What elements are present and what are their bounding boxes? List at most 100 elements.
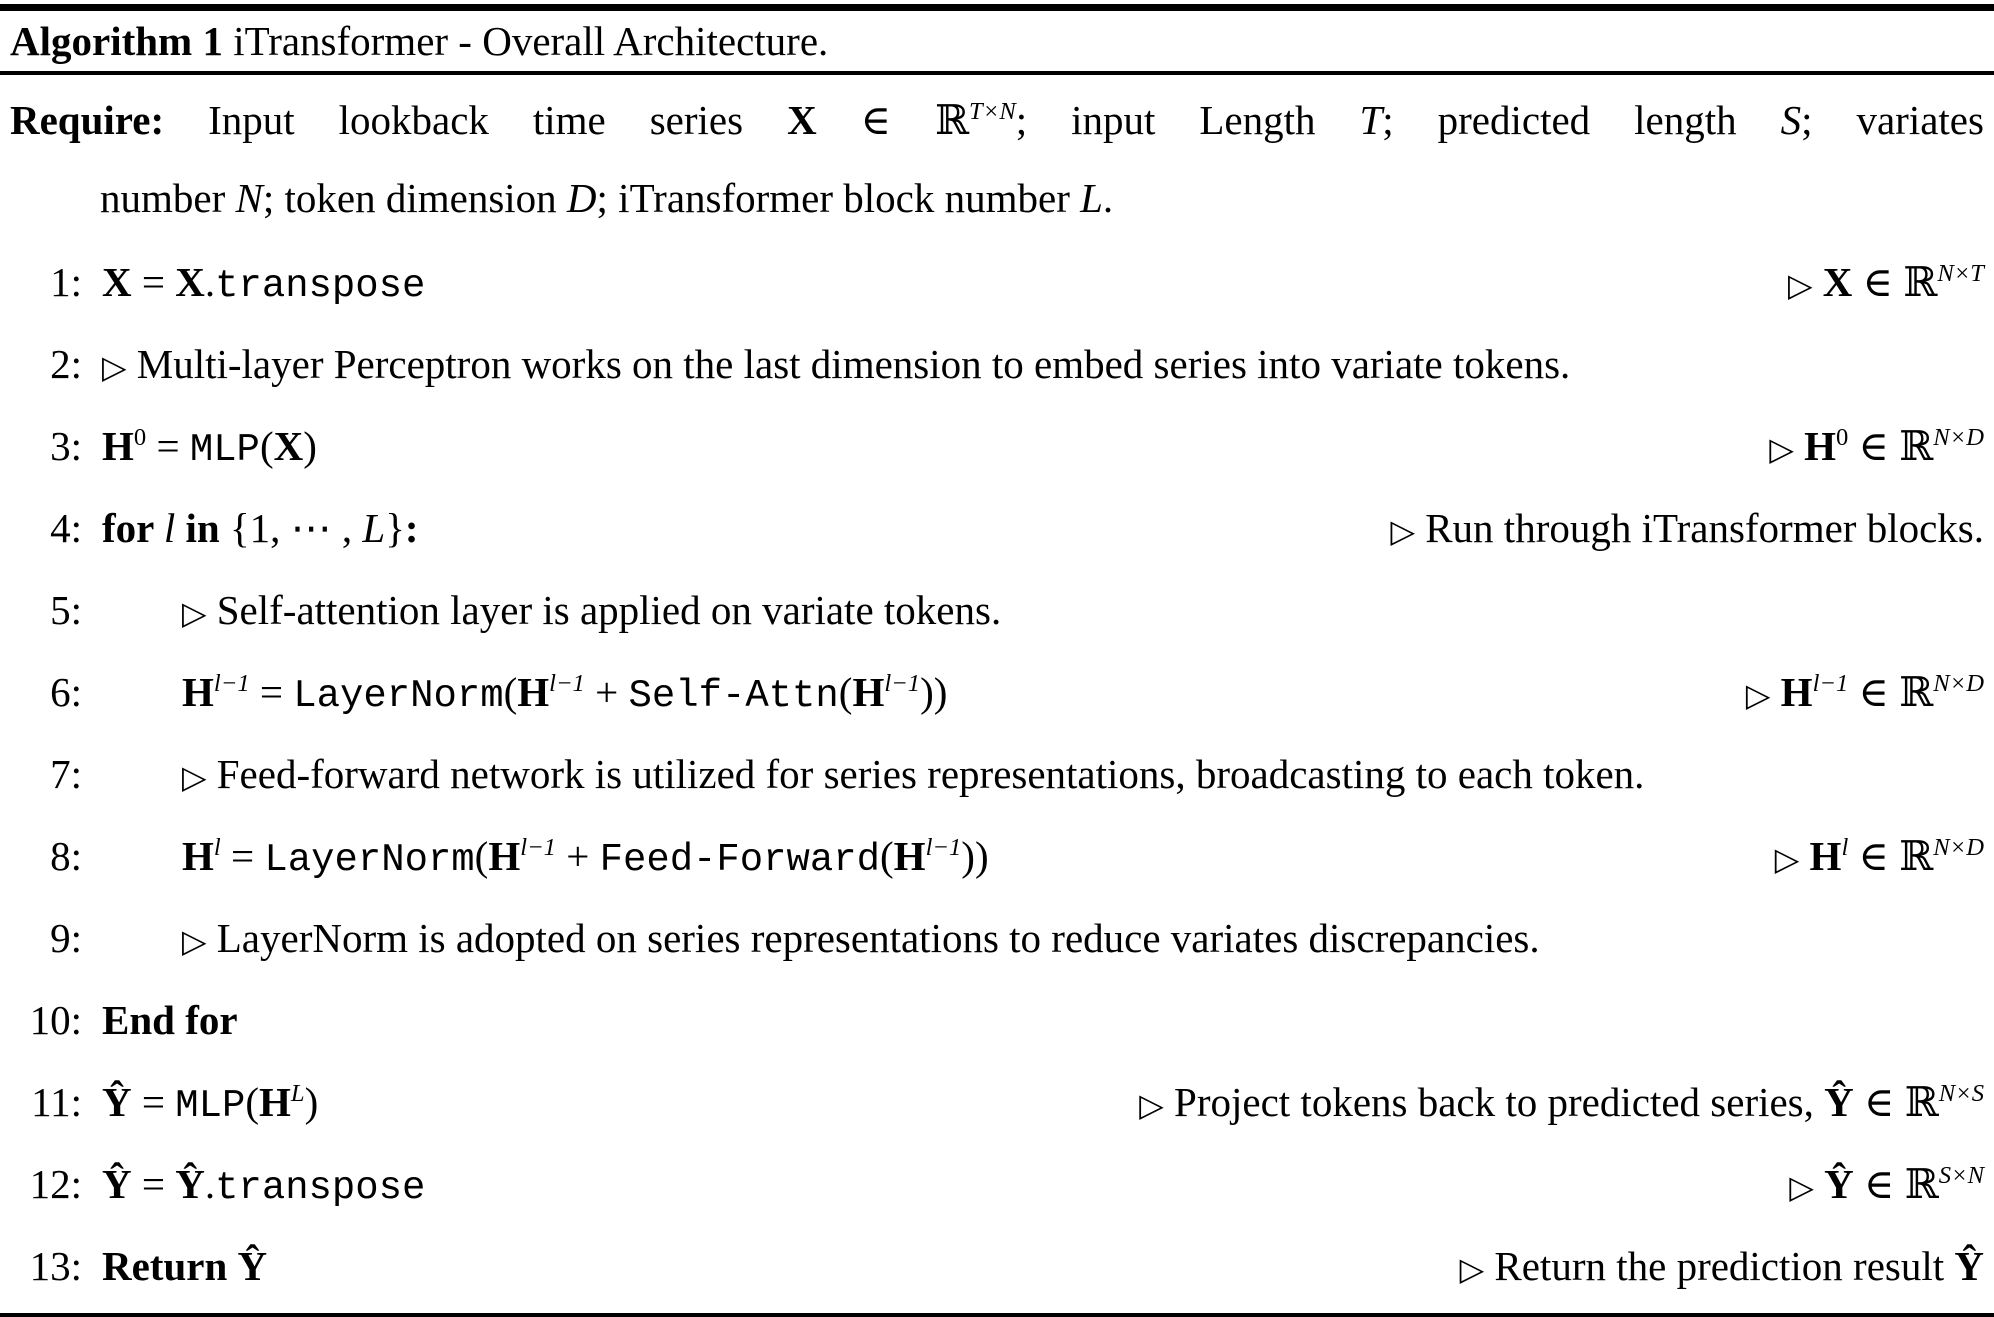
- text-segment: LayerNorm: [264, 838, 475, 882]
- text-segment: ∈ ℝ: [816, 97, 970, 143]
- text-segment: Ŷ: [1824, 1161, 1854, 1207]
- text-segment: X: [102, 259, 132, 305]
- algorithm-line-9: 9:▷ LayerNorm is adopted on series repre…: [10, 897, 1984, 979]
- line-body: End for: [102, 979, 238, 1061]
- comment-triangle-icon: ▷: [1139, 1086, 1175, 1124]
- text-segment: l−1: [549, 669, 585, 697]
- text-segment: Return the prediction result: [1494, 1243, 1955, 1289]
- algorithm-line-3: 3:H0 = MLP(X)▷ H0 ∈ ℝN×D: [10, 405, 1984, 487]
- text-segment: 0: [1836, 423, 1849, 451]
- bottom-rule: [0, 1313, 1994, 1317]
- text-segment: Ŷ: [1954, 1243, 1984, 1289]
- text-segment: {1, ⋯ ,: [229, 505, 363, 551]
- algorithm-label: Algorithm 1: [10, 18, 223, 64]
- comment-triangle-icon: ▷: [1459, 1250, 1495, 1288]
- line-body: Hl−1 = LayerNorm(Hl−1 + Self-Attn(Hl−1)): [182, 651, 947, 737]
- text-segment: Ŷ: [102, 1079, 132, 1125]
- line-body: H0 = MLP(X): [102, 405, 317, 491]
- text-segment: ; predicted length: [1382, 97, 1781, 143]
- algorithm-line-8: 8:Hl = LayerNorm(Hl−1 + Feed-Forward(Hl−…: [10, 815, 1984, 897]
- text-segment: (: [503, 669, 518, 715]
- text-segment: (: [880, 833, 894, 879]
- line-body: ▷ Feed-forward network is utilized for s…: [182, 733, 1644, 818]
- text-segment: (: [474, 833, 489, 879]
- text-segment: MLP: [175, 1084, 246, 1128]
- text-segment: Ŷ: [102, 1161, 132, 1207]
- text-segment: S×N: [1938, 1161, 1984, 1189]
- text-segment: ; variates: [1801, 97, 1984, 143]
- line-number: 2:: [50, 341, 82, 387]
- text-segment: ∈ ℝ: [1848, 669, 1934, 715]
- text-segment: =: [146, 423, 190, 469]
- text-segment: N×D: [1933, 423, 1984, 451]
- line-number: 13:: [29, 1243, 82, 1289]
- algorithm-line-10: 10:End for: [10, 979, 1984, 1061]
- text-segment: H: [1780, 669, 1813, 715]
- text-segment: +: [555, 833, 600, 879]
- text-segment: )): [961, 833, 989, 879]
- text-segment: =: [249, 669, 294, 715]
- text-segment: H: [893, 833, 926, 879]
- text-segment: D: [566, 175, 597, 221]
- text-segment: T×N: [969, 97, 1016, 125]
- text-segment: N: [235, 175, 263, 221]
- text-segment: l−1: [213, 669, 250, 697]
- text-segment: transpose: [215, 1166, 426, 1210]
- text-segment: (: [245, 1079, 259, 1125]
- text-segment: ∈ ℝ: [1853, 1079, 1939, 1125]
- text-segment: N×D: [1933, 669, 1984, 697]
- text-segment: l−1: [1812, 669, 1849, 697]
- text-segment: S: [1780, 97, 1802, 143]
- line-comment: ▷ Return the prediction result Ŷ: [1436, 1225, 1984, 1310]
- algorithm-title: iTransformer - Overall Architecture.: [222, 18, 829, 64]
- text-segment: H: [517, 669, 550, 715]
- text-segment: l−1: [884, 669, 921, 697]
- require-line-2: number N; token dimension D; iTransforme…: [10, 159, 1984, 237]
- text-segment: ): [304, 1079, 319, 1125]
- line-comment: ▷ X ∈ ℝN×T: [1764, 241, 1984, 326]
- text-segment: ∈ ℝ: [1853, 1161, 1939, 1207]
- comment-triangle-icon: ▷: [182, 594, 217, 632]
- text-segment: Run through iTransformer blocks.: [1425, 505, 1984, 551]
- algorithm-line-2: 2:▷ Multi-layer Perceptron works on the …: [10, 323, 1984, 405]
- text-segment: transpose: [215, 264, 426, 308]
- text-segment: (: [838, 669, 853, 715]
- algorithm-line-12: 12:Ŷ = Ŷ.transpose▷ Ŷ ∈ ℝS×N: [10, 1143, 1984, 1225]
- text-segment: N×D: [1933, 833, 1984, 861]
- text-segment: L: [1080, 175, 1103, 221]
- line-body: Hl = LayerNorm(Hl−1 + Feed-Forward(Hl−1)…: [182, 815, 989, 901]
- text-segment: Project tokens back to predicted series,: [1174, 1079, 1825, 1125]
- line-body: ▷ Self-attention layer is applied on var…: [182, 569, 1001, 654]
- text-segment: Require:: [10, 97, 209, 143]
- text-segment: ; input Length: [1015, 97, 1360, 143]
- text-segment: Ŷ: [237, 1243, 268, 1289]
- text-segment: l: [213, 833, 221, 861]
- text-segment: Return: [102, 1243, 238, 1289]
- line-comment: ▷ Run through iTransformer blocks.: [1366, 487, 1984, 572]
- line-comment: ▷ H0 ∈ ℝN×D: [1745, 405, 1984, 490]
- line-body: ▷ LayerNorm is adopted on series represe…: [182, 897, 1540, 982]
- text-segment: .: [1102, 175, 1114, 221]
- text-segment: for: [102, 505, 164, 551]
- text-segment: X: [1822, 259, 1853, 305]
- text-segment: T: [1359, 97, 1383, 143]
- line-body: Return Ŷ: [102, 1225, 267, 1307]
- line-number: 8:: [50, 833, 82, 879]
- text-segment: .: [204, 1161, 216, 1207]
- text-segment: H: [852, 669, 885, 715]
- text-segment: LayerNorm is adopted on series represent…: [216, 915, 1540, 961]
- text-segment: H: [182, 833, 214, 879]
- text-segment: l−1: [520, 833, 556, 861]
- text-segment: ): [303, 423, 317, 469]
- line-body: Ŷ = MLP(HL): [102, 1061, 318, 1147]
- text-segment: =: [220, 833, 265, 879]
- text-segment: H: [1809, 833, 1842, 879]
- text-segment: H: [1804, 423, 1836, 469]
- text-segment: ; iTransformer block number: [596, 175, 1081, 221]
- algorithm-line-13: 13:Return Ŷ▷ Return the prediction resul…: [10, 1225, 1984, 1307]
- text-segment: l: [1841, 833, 1849, 861]
- text-segment: l−1: [925, 833, 962, 861]
- text-segment: ∈ ℝ: [1848, 833, 1934, 879]
- text-segment: H: [182, 669, 214, 715]
- line-comment: ▷ Hl ∈ ℝN×D: [1751, 815, 1984, 900]
